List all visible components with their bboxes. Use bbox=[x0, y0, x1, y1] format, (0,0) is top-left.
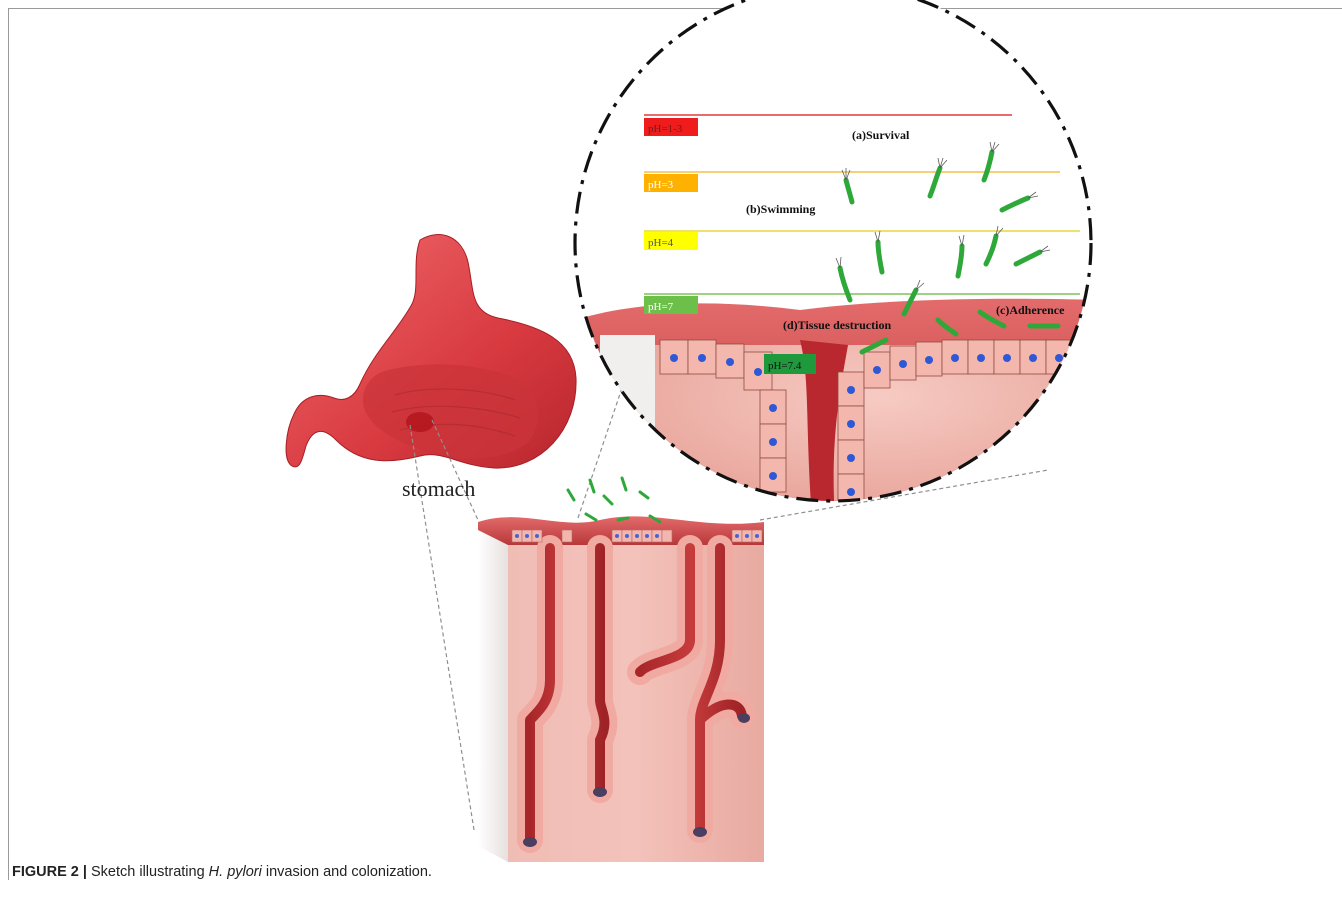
figure-caption: FIGURE 2 | Sketch illustrating H. pylori… bbox=[12, 864, 432, 880]
caption-text-pre: Sketch illustrating bbox=[91, 864, 209, 880]
ph-label-3: pH=3 bbox=[648, 179, 674, 191]
ph-label-1-3: pH=1-3 bbox=[648, 123, 683, 135]
caption-species: H. pylori bbox=[209, 864, 262, 880]
stage-swimming-label: (b)Swimming bbox=[746, 202, 815, 216]
stomach-label: stomach bbox=[402, 476, 475, 501]
stomach-illustration bbox=[286, 235, 576, 469]
ph-label-4: pH=4 bbox=[648, 237, 674, 249]
ph-label-7-4: pH=7.4 bbox=[768, 360, 802, 372]
stage-survival-label: (a)Survival bbox=[852, 128, 910, 142]
tissue-block bbox=[478, 478, 764, 862]
ph-label-7: pH=7 bbox=[648, 301, 674, 313]
zoom-circle bbox=[575, 0, 1100, 520]
caption-text-post: invasion and colonization. bbox=[262, 864, 432, 880]
caption-label: FIGURE 2 | bbox=[12, 864, 87, 880]
stage-tissue-destruction-label: (d)Tissue destruction bbox=[783, 318, 891, 332]
stage-adherence-label: (c)Adherence bbox=[996, 303, 1065, 317]
